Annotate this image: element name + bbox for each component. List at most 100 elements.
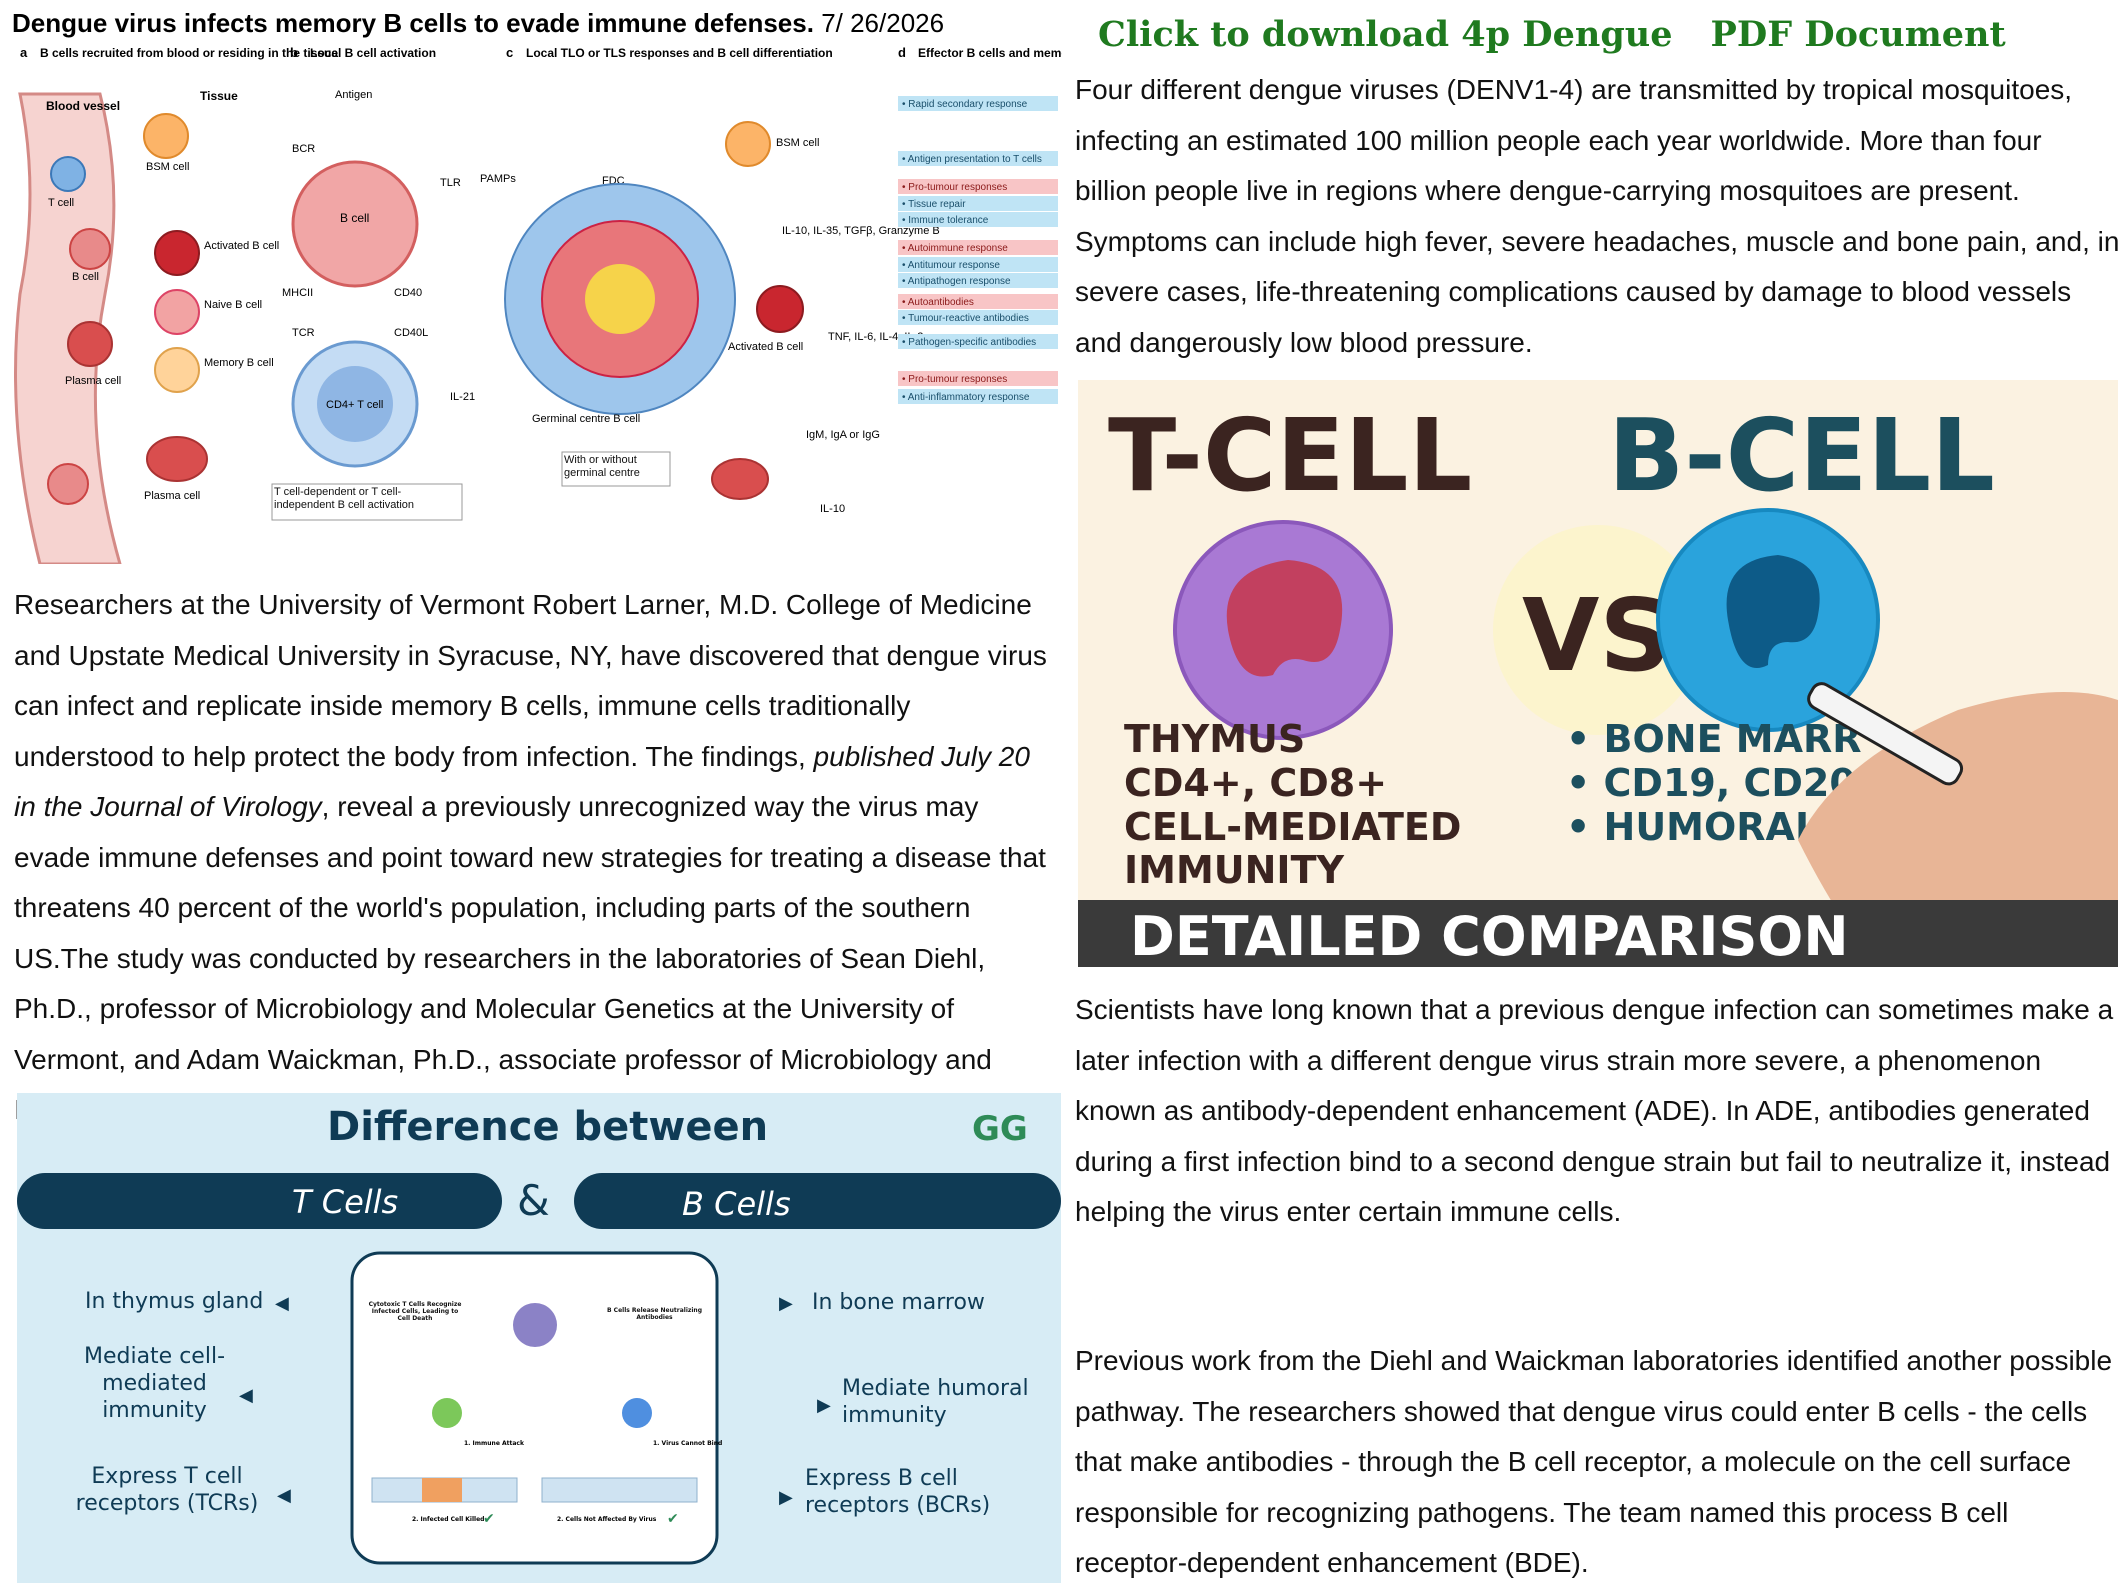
panel-a-title: B cells recruited from blood or residing… (40, 46, 338, 60)
bde-paragraph: Previous work from the Diehl and Waickma… (1075, 1345, 2113, 1578)
cytotoxic-label: Cytotoxic T Cells Recognize Infected Cel… (368, 1301, 462, 1322)
antigen-label: Antigen (335, 89, 372, 101)
tissue-label: Tissue (200, 89, 238, 103)
check-icon-left: ✔ (483, 1511, 495, 1527)
effect-box (898, 257, 1058, 272)
b-release-label: B Cells Release Neutralizing Antibodies (607, 1307, 702, 1321)
effects-list: • Rapid secondary response• Antigen pres… (898, 96, 1058, 404)
thumb-left-line-3: CELL-MEDIATED (1124, 805, 1461, 849)
b-cell-figure: a B cells recruited from blood or residi… (10, 44, 1062, 564)
panel-c-letter: c (506, 45, 513, 60)
effect-box (898, 389, 1058, 404)
mhcii-label: MHCII (282, 287, 313, 299)
thumb-left-line-2: CD4+, CD8+ (1124, 761, 1387, 805)
panel-b-title: Local B cell activation (310, 46, 436, 60)
gc-note: With or without germinal centre (564, 454, 640, 479)
effect-box (898, 151, 1058, 166)
right-item-3: Express B cell receptors (BCRs) (805, 1466, 991, 1518)
panel-b-letter: b (290, 45, 298, 60)
bsm-cell-shape (143, 113, 189, 159)
igm-label: IgM, IgA or IgG (806, 429, 880, 441)
t-cell-shape (50, 156, 86, 192)
cd4-t-cell-nucleus (317, 366, 393, 442)
thumb-right-line-2: • CD19, CD20 (1566, 761, 1856, 805)
tcr-label: TCR (292, 327, 315, 339)
t-cells-pill (17, 1173, 502, 1229)
right-arrow-1: ▶ (779, 1293, 793, 1314)
bsm-cell-d-shape (725, 121, 771, 167)
diff-heading: Difference between (327, 1104, 768, 1150)
intro-paragraph: Four different dengue viruses (DENV1-4) … (1075, 74, 2120, 358)
effect-box (898, 240, 1058, 255)
right-item-1: In bone marrow (812, 1290, 985, 1315)
t-dependent-note-box (271, 483, 463, 521)
dendritic-cell-shape (513, 1303, 557, 1347)
panel-d-letter: d (898, 45, 906, 60)
memory-b-cell-label: Memory B cell (204, 357, 274, 369)
right-item-2: Mediate humoral immunity (842, 1376, 1029, 1428)
right-cell-row (541, 1477, 698, 1503)
effect-label: • Tumour-reactive antibodies (902, 313, 1029, 324)
effect-label: • Pro-tumour responses (902, 374, 1007, 385)
ampersand: & (517, 1176, 550, 1225)
plasma-cell-label: Plasma cell (65, 375, 121, 387)
memory-b-cell-shape (154, 347, 200, 393)
ade-paragraph: Scientists have long known that a previo… (1075, 994, 2114, 1227)
effect-box (898, 179, 1058, 194)
research-text-2: , reveal a previously unrecognized way t… (14, 791, 1046, 1125)
title-date: 7/ 26/2026 (821, 8, 945, 38)
check-icon-right: ✔ (667, 1511, 679, 1527)
tissue-plasma-cell-label: Plasma cell (144, 490, 200, 502)
download-suffix: PDF Document (1710, 14, 2006, 55)
vessel-cell-shape (47, 463, 89, 505)
gc-note-box (561, 451, 671, 487)
b-cells-label: B Cells (682, 1185, 791, 1223)
thumb-right-title: B-CELL (1608, 397, 1995, 514)
thumb-left-line-4: IMMUNITY (1124, 848, 1344, 892)
left-arrow-1: ◀ (275, 1293, 289, 1314)
virus-cannot-bind-label: 1. Virus Cannot Bind (653, 1440, 722, 1447)
central-b-cell-label: B cell (340, 211, 369, 225)
activated-b-cell-d-label: Activated B cell (728, 341, 803, 353)
cd40l-label: CD40L (394, 327, 428, 339)
effect-box (898, 371, 1058, 386)
panel-c-title: Local TLO or TLS responses and B cell di… (526, 46, 833, 60)
b-cell-nucleus (1726, 555, 1820, 668)
naive-b-cell-shape (154, 289, 200, 335)
page-title: Dengue virus infects memory B cells to e… (12, 8, 944, 39)
central-b-cell-shape (291, 160, 419, 288)
effect-label: • Autoantibodies (902, 297, 974, 308)
cells-not-affected-label: 2. Cells Not Affected By Virus (557, 1516, 657, 1523)
tissue-plasma-cell-shape (146, 436, 208, 482)
thumb-left-line-1: THYMUS (1124, 717, 1305, 761)
effect-label: • Rapid secondary response (902, 99, 1028, 110)
effect-box (898, 273, 1058, 288)
bsm-cell-d-label: BSM cell (776, 137, 819, 149)
effect-label: • Autoimmune response (902, 243, 1008, 254)
left-item-3: Express T cell receptors (TCRs) (75, 1464, 259, 1516)
blood-vessel-shape (14, 92, 122, 564)
t-cell-small-shape (432, 1398, 462, 1428)
effect-label: • Anti-inflammatory response (902, 392, 1030, 403)
tlr-label: TLR (440, 177, 461, 189)
research-journal-link: published July 20 in the Journal of Viro… (14, 740, 1030, 823)
left-arrow-2: ◀ (239, 1385, 253, 1406)
il10-label: IL-10 (820, 503, 845, 515)
research-text-1: Researchers at the University of Vermont… (14, 589, 1047, 772)
left-item-1: In thymus gland (85, 1289, 263, 1314)
effect-box (898, 334, 1058, 349)
thumb-vs: VS (1522, 577, 1671, 694)
effect-label: • Antipathogen response (902, 276, 1011, 287)
research-paragraph: Researchers at the University of Vermont… (14, 580, 1054, 1136)
cd40-label: CD40 (394, 287, 422, 299)
infected-cell-shape (422, 1478, 462, 1502)
plasma-cell-shape (67, 321, 113, 367)
t-dependent-note: T cell-dependent or T cell-independent B… (274, 486, 415, 511)
effect-label: • Pro-tumour responses (902, 182, 1007, 193)
plasma-cell-d-shape (711, 458, 769, 500)
thumb-right-line-1: • BONE MARR (1566, 717, 1862, 761)
b-cell-small-shape (622, 1398, 652, 1428)
effect-label: • Tissue repair (902, 199, 966, 210)
effect-label: • Antitumour response (902, 260, 1000, 271)
